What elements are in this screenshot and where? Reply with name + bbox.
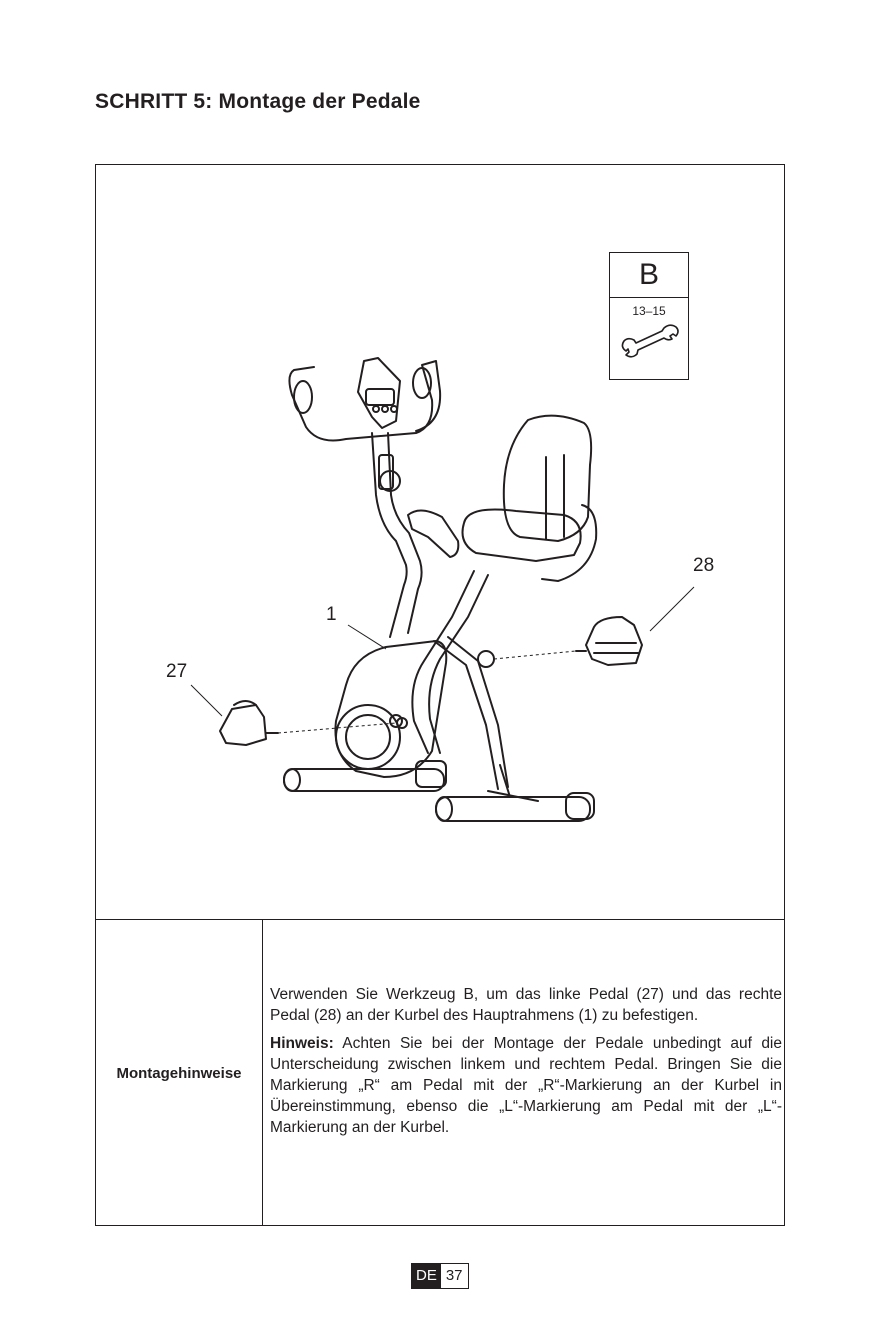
- page-title: SCHRITT 5: Montage der Pedale: [95, 90, 421, 113]
- tool-size: 13–15: [632, 304, 666, 318]
- instructions-label: Montagehinweise: [96, 920, 263, 1226]
- wrench-icon: [621, 324, 679, 358]
- callout-frame: 1: [326, 604, 337, 625]
- instructions-text: Verwenden Sie Werkzeug B, um das linke P…: [270, 984, 782, 1145]
- hint-text: Achten Sie bei der Montage der Pedale un…: [270, 1035, 782, 1136]
- tool-letter: B: [610, 253, 688, 298]
- page-number: 37: [445, 1267, 463, 1284]
- page-language: DE: [412, 1264, 441, 1288]
- exercise-bike-illustration: [190, 357, 695, 822]
- hint-label: Hinweis:: [270, 1035, 334, 1052]
- callout-right-pedal: 28: [693, 555, 715, 576]
- instructions-paragraph: Verwenden Sie Werkzeug B, um das linke P…: [270, 986, 782, 1024]
- hint-paragraph: Hinweis: Achten Sie bei der Montage der …: [270, 1033, 782, 1138]
- tool-box: B 13–15: [609, 252, 689, 380]
- assembly-frame: B 13–15 1 27 28 Montagehinweise Verwende…: [95, 164, 785, 1226]
- page-number-badge: DE 37: [411, 1263, 469, 1289]
- callout-left-pedal: 27: [166, 661, 188, 682]
- instructions-table: Montagehinweise Verwenden Sie Werkzeug B…: [96, 919, 784, 1226]
